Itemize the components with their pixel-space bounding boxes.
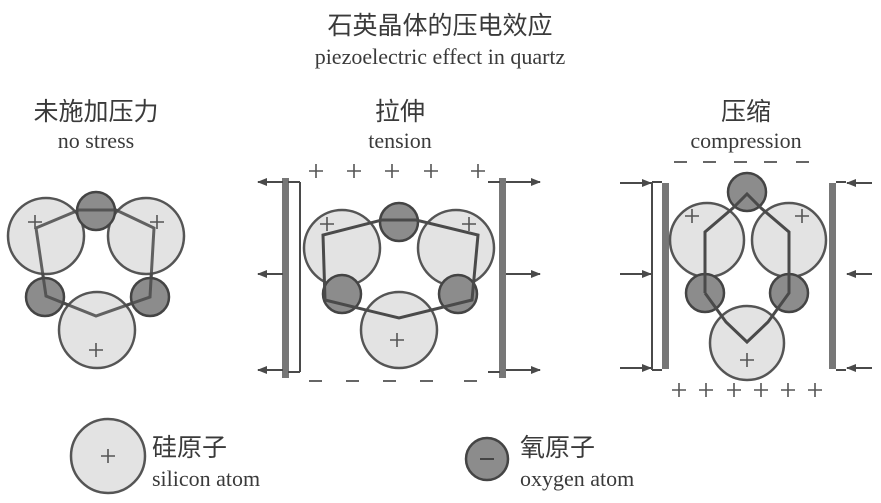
silicon-atom xyxy=(359,290,439,370)
panel-tension-title-en: tension xyxy=(368,128,432,153)
bond-line xyxy=(703,191,791,345)
panel-compression-title-en: compression xyxy=(690,128,802,153)
left-bracket xyxy=(288,181,301,373)
panel-tension xyxy=(257,164,541,382)
title-zh: 石英晶体的压电效应 xyxy=(327,11,553,40)
left-plate xyxy=(282,178,289,378)
surface-charges-top xyxy=(309,164,485,178)
right-bracket xyxy=(836,181,846,371)
right-bracket xyxy=(488,181,500,373)
legend-oxygen-label-zh: 氧原子 xyxy=(520,433,596,462)
left-plate xyxy=(662,183,669,369)
legend xyxy=(69,417,510,495)
panel-compression-title-zh: 压缩 xyxy=(720,97,772,126)
legend-silicon-label-en: silicon atom xyxy=(152,466,261,491)
panel-no-stress-title-zh: 未施加压力 xyxy=(33,97,159,126)
panel-no-stress xyxy=(6,190,186,370)
oxygen-atom xyxy=(437,273,479,315)
left-bracket xyxy=(651,181,662,371)
legend-silicon-label-zh: 硅原子 xyxy=(152,433,228,462)
surface-charges-bottom xyxy=(672,383,822,397)
bond-line xyxy=(34,208,156,318)
plus-signs xyxy=(685,209,809,367)
bond-line xyxy=(321,218,480,320)
silicon-atom xyxy=(6,196,86,276)
plus-icon xyxy=(101,449,115,463)
plus-signs xyxy=(28,215,164,357)
silicon-atom xyxy=(668,201,746,279)
panel-tension-title-zh: 拉伸 xyxy=(374,97,426,126)
legend-oxygen-label-en: oxygen atom xyxy=(520,466,635,491)
title-en: piezoelectric effect in quartz xyxy=(314,44,566,69)
silicon-atom xyxy=(106,196,186,276)
oxygen-atom xyxy=(378,201,420,243)
panel-no-stress-title-en: no stress xyxy=(57,128,135,153)
plus-signs xyxy=(320,217,476,347)
oxygen-atom xyxy=(321,273,363,315)
right-plate xyxy=(829,183,836,369)
silicon-atom xyxy=(57,290,137,370)
right-plate xyxy=(499,178,506,378)
panel-compression xyxy=(620,161,872,397)
